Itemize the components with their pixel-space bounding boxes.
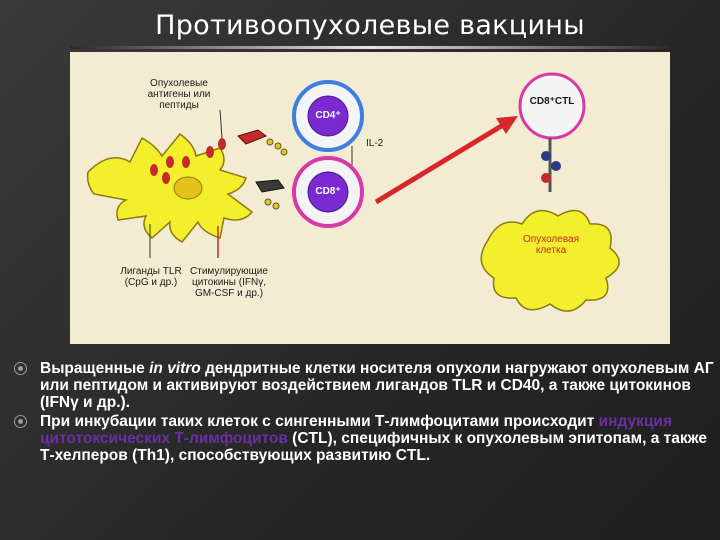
- label-cytokines: Стимулирующие цитокины (IFNγ, GM-CSF и д…: [190, 266, 268, 299]
- bullet-text-post: дендритные клетки носителя опухоли нагру…: [40, 360, 714, 411]
- bullet-list: Выращенные in vitro дендритные клетки но…: [14, 360, 720, 466]
- costim-ligand: [272, 202, 280, 210]
- bullet-text-pre: Выращенные: [40, 360, 150, 377]
- antigen-particle: [206, 146, 214, 158]
- tumor-cell: [480, 209, 620, 312]
- activation-arrow-head: [496, 116, 518, 134]
- activation-arrow: [374, 119, 510, 205]
- antigen-particle: [166, 156, 174, 168]
- antigen-particle: [162, 172, 170, 184]
- dendritic-nucleus: [173, 176, 203, 200]
- mhc-molecule: [255, 179, 285, 193]
- costim-ligand: [280, 148, 288, 156]
- costim-ligand: [264, 198, 272, 206]
- antigen-particle: [150, 164, 158, 176]
- bullet-text-em: in vitro: [149, 360, 201, 377]
- label-il2: IL-2: [366, 138, 384, 149]
- antigen-particle: [218, 138, 226, 150]
- label-cd8: CD8⁺: [315, 186, 341, 197]
- cd4-nucleus: [307, 95, 349, 137]
- ctl-cell: [518, 72, 586, 140]
- vaccine-diagram: Опухолевые антигены или пептиды CD4⁺ IL-…: [70, 52, 670, 344]
- antigen-particle: [182, 156, 190, 168]
- bullet-text-post: (CTL), специфичных к опухолевым эпитопам…: [40, 430, 708, 464]
- label-cd4: CD4⁺: [315, 110, 341, 121]
- label-ctl: CD8⁺CTL: [529, 96, 575, 107]
- bullet-item: Выращенные in vitro дендритные клетки но…: [14, 360, 720, 411]
- cd8-nucleus: [307, 171, 349, 213]
- ctl-receptor: [541, 173, 551, 183]
- label-tlr-ligands: Лиганды TLR (CpG и др.): [120, 266, 182, 288]
- bullet-circle-icon: [14, 415, 27, 428]
- bullet-text-highlight: индукция цитотоксических Т-лимфоцитов: [40, 413, 672, 447]
- ctl-receptor: [551, 161, 561, 171]
- slide-title: Противоопухолевые вакцины: [155, 10, 585, 41]
- costim-ligand: [274, 142, 282, 150]
- bullet-text-pre: При инкубации таких клеток с сингенными …: [40, 413, 599, 430]
- diagram-drawing: [86, 72, 620, 312]
- title-underline: [70, 46, 670, 49]
- antigen-pointer: [219, 109, 223, 139]
- dendritic-cell: [86, 132, 254, 243]
- label-antigens: Опухолевые антигены или пептиды: [147, 78, 211, 111]
- label-tumor-cell: Опухолевая клетка: [523, 234, 579, 256]
- costim-ligand: [266, 138, 274, 146]
- bullet-item: При инкубации таких клеток с сингенными …: [14, 413, 720, 464]
- bullet-circle-icon: [14, 362, 27, 375]
- ctl-receptor: [541, 151, 551, 161]
- mhc-molecule: [237, 129, 268, 145]
